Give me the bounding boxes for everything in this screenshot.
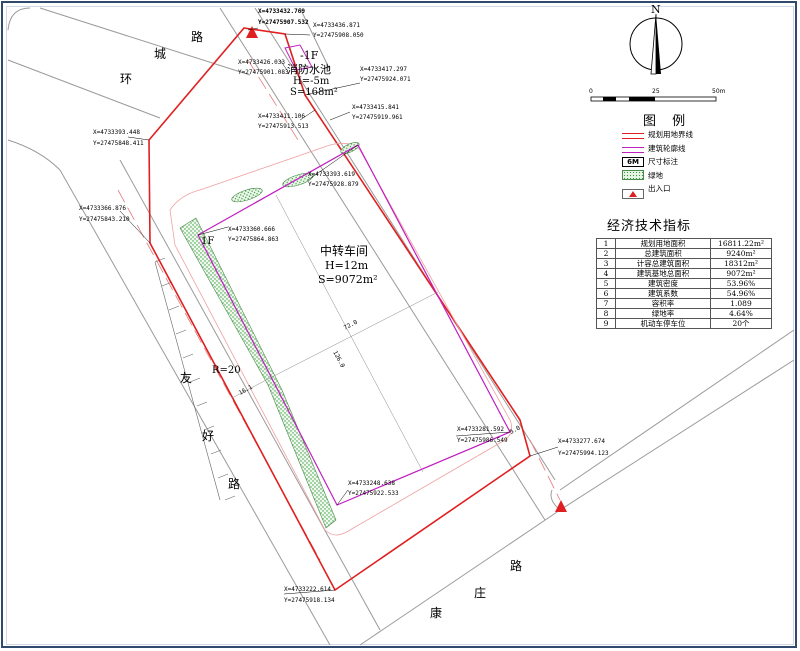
coord-y-12: Y=27475922.533	[348, 490, 399, 497]
scale-bar: 0 25 50m	[589, 88, 726, 102]
coord-x-6: X=4733393.448	[93, 129, 140, 136]
coord-y-10: Y=27475986.549	[457, 437, 508, 444]
radius-label: R=20	[212, 365, 241, 376]
coord-y-7: Y=27475928.879	[308, 181, 359, 188]
drawing-inner-border	[6, 6, 794, 645]
road-centerlines	[117, 59, 561, 561]
road-edges	[7, 7, 795, 646]
legend-label: 绿地	[648, 170, 663, 180]
site-boundary	[148, 27, 531, 592]
main-name: 中转车间	[320, 243, 368, 258]
coord-x-5: X=4733411.106	[258, 113, 305, 120]
road-label-kangzhuang-2: 庄	[474, 585, 486, 600]
entry-marker-top	[246, 26, 258, 38]
coord-x-8: X=4733366.876	[79, 205, 126, 212]
green-dotted-icon	[622, 170, 644, 180]
road-label-huancheng-1: 环	[120, 72, 132, 86]
coord-y-9: Y=27475864.863	[228, 236, 279, 243]
coord-x-1: X=4733436.871	[313, 22, 360, 29]
parking-stalls	[154, 257, 236, 501]
coord-x-4: X=4733415.841	[352, 104, 399, 111]
pool-height: H=-5m	[293, 76, 330, 87]
coord-y-3: Y=27475924.071	[360, 76, 411, 83]
dim-5: 5.0	[509, 424, 522, 435]
scale-label-25: 25	[652, 88, 660, 95]
legend-title: 图 例	[643, 114, 692, 129]
pool-area: S=168m²	[290, 87, 338, 98]
coord-x-11: X=4733277.674	[558, 438, 605, 445]
coordinate-labels: X=4733432.769 Y=27475907.532 X=4733436.8…	[79, 8, 609, 604]
scale-label-0: 0	[589, 88, 593, 95]
road-label-kangzhuang-3: 路	[510, 558, 522, 573]
road-label-kangzhuang-1: 康	[430, 605, 442, 620]
coord-x-12: X=4733248.638	[348, 480, 395, 487]
coord-x-13: X=4733222.614	[284, 586, 331, 593]
coord-y-5: Y=27475913.513	[258, 123, 309, 130]
dimension-mark-icon: 6M	[622, 156, 644, 167]
coord-y-2: Y=27475901.083	[238, 69, 289, 76]
north-arrow: N	[629, 3, 683, 75]
scale-label-50: 50m	[712, 88, 726, 95]
legend-label: 规划用地界线	[648, 130, 693, 139]
dim-72: 72.0	[343, 319, 359, 332]
internal-road	[169, 142, 513, 536]
legend: 规划用地界线 建筑轮廓线 6M 尺寸标注 绿地 出入口	[622, 128, 734, 199]
pool-name: 消防水池	[287, 62, 331, 76]
coord-y-13: Y=27475918.134	[284, 597, 335, 604]
main-floor: 1F	[201, 236, 214, 247]
coord-x-9: X=4733360.666	[228, 226, 275, 233]
road-label-huancheng-3: 路	[191, 29, 203, 44]
coord-x-3: X=4733417.297	[360, 66, 407, 73]
north-label: N	[651, 3, 661, 16]
coord-x-7: X=4733393.619	[308, 171, 355, 178]
legend-label: 尺寸标注	[648, 157, 678, 166]
road-label-youhao-1: 友	[180, 371, 192, 385]
legend-label: 建筑轮廓线	[648, 143, 686, 153]
road-label-youhao-3: 路	[228, 476, 240, 491]
coord-y-0: Y=27475907.532	[258, 19, 309, 26]
coord-y-4: Y=27475919.961	[352, 114, 403, 121]
coord-y-11: Y=27475994.123	[558, 450, 609, 457]
entry-marker-bottom	[555, 500, 567, 512]
legend-item-entry: 出入口	[622, 182, 734, 199]
coord-x-10: X=4733281.592	[457, 426, 504, 433]
magenta-double-line-icon	[622, 146, 644, 153]
building-grid-lines	[231, 194, 439, 473]
road-label-huancheng-2: 城	[154, 47, 166, 61]
road-label-youhao-2: 好	[202, 429, 214, 443]
legend-item-outline: 建筑轮廓线	[622, 142, 734, 155]
dim-126: 126.0	[331, 350, 346, 370]
coord-y-6: Y=27475848.411	[93, 140, 144, 147]
coord-x-0: X=4733432.769	[258, 8, 305, 15]
red-double-line-icon	[622, 133, 644, 139]
main-height: H=12m	[325, 259, 369, 272]
fire-pool-outline	[284, 44, 313, 71]
legend-item-boundary: 规划用地界线	[622, 128, 734, 141]
dim-16: 16.1	[238, 384, 254, 397]
coord-y-1: Y=27475908.050	[313, 32, 364, 39]
pool-floor: -1F	[300, 49, 319, 62]
economics-title: 经济技术指标	[607, 219, 692, 234]
coord-y-8: Y=27475843.210	[79, 216, 130, 223]
coord-x-2: X=4733426.033	[238, 59, 285, 66]
legend-label: 出入口	[648, 184, 671, 193]
coordinate-leaders	[119, 27, 559, 595]
legend-item-dimension: 6M 尺寸标注	[622, 155, 734, 168]
red-triangle-icon	[622, 184, 644, 199]
main-area: S=9072m²	[318, 273, 378, 286]
legend-item-green: 绿地	[622, 169, 734, 182]
